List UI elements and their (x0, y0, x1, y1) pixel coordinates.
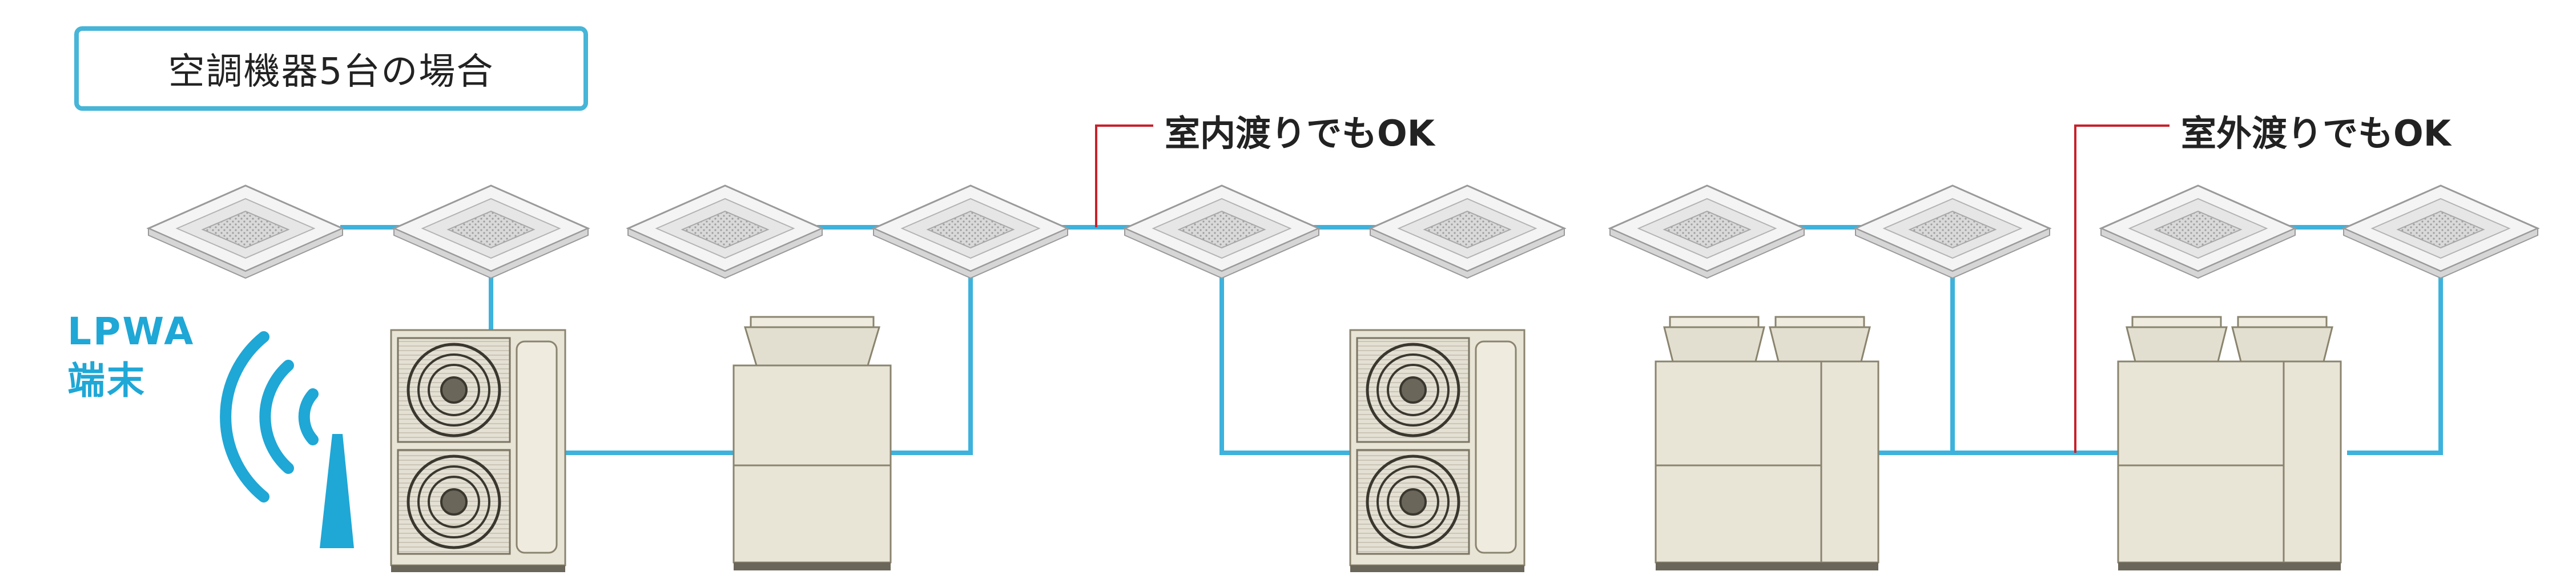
ceiling-cassette-unit (1853, 184, 2052, 279)
ceiling-cassette-unit (2099, 184, 2297, 279)
lpwa-label-line1: LPWA (67, 309, 195, 353)
ceiling-cassette-unit (871, 184, 1070, 279)
indoor-units (146, 184, 2540, 279)
ceiling-cassette-unit (392, 184, 590, 279)
antenna-icon (320, 434, 354, 548)
ceiling-cassette-unit (2341, 184, 2540, 279)
signal-waves-icon (220, 331, 319, 502)
callout-lines (1095, 124, 2170, 453)
ceiling-cassette-unit (146, 184, 345, 279)
lpwa-terminal-label: LPWA 端末 (67, 307, 195, 405)
callout-indoor-crossover: 室内渡りでもOK (1165, 112, 1435, 154)
callout-line-outdoor (2074, 124, 2170, 453)
outdoor-unit-twin-fan (1349, 329, 1526, 572)
lpwa-terminal-icon (220, 331, 354, 548)
ceiling-cassette-unit (1368, 184, 1567, 279)
outdoor-unit-twin-fan (390, 329, 566, 572)
callout-outdoor-crossover: 室外渡りでもOK (2181, 112, 2451, 154)
ceiling-cassette-unit (626, 184, 824, 279)
title-box: 空調機器5台の場合 (74, 26, 588, 111)
outdoor-unit-wide (1655, 316, 1879, 570)
diagram-title: 空調機器5台の場合 (168, 51, 494, 93)
outdoor-unit-wide (2117, 316, 2342, 570)
outdoor-unit-box (732, 316, 892, 570)
callout-line-indoor (1095, 124, 1153, 227)
ceiling-cassette-unit (1608, 184, 1806, 279)
ceiling-cassette-unit (1122, 184, 1321, 279)
lpwa-label-line2: 端末 (67, 359, 146, 403)
